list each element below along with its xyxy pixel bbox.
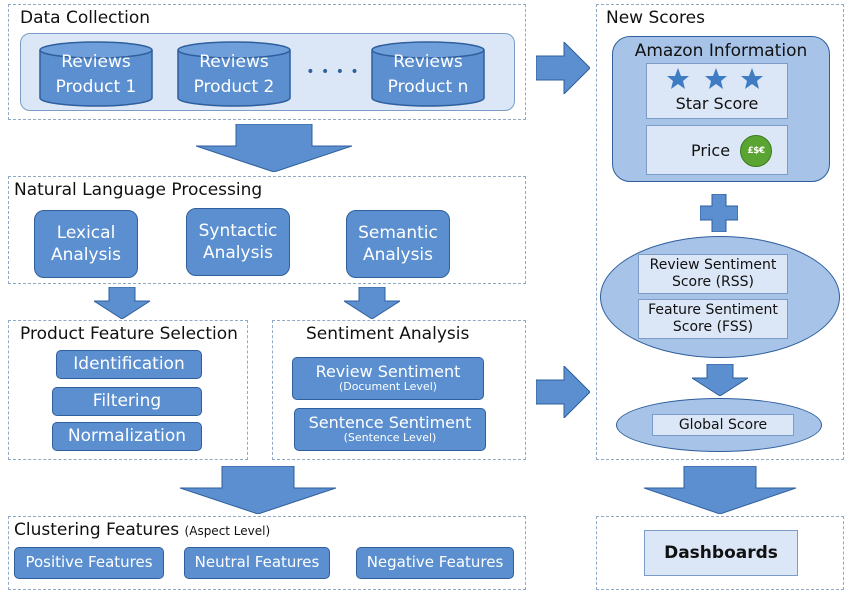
filtering-box: Filtering (52, 387, 202, 416)
price-label: Price (691, 140, 731, 160)
plus-icon (700, 194, 738, 232)
dashboards-panel (596, 516, 844, 590)
star-score-label: Star Score (675, 94, 759, 113)
positive-features-box: Positive Features (14, 547, 164, 579)
normalization-box: Normalization (52, 422, 202, 451)
database-icon (177, 41, 291, 107)
star-icon (667, 68, 689, 89)
fss-label: Feature Sentiment Score (FSS) (648, 301, 778, 336)
star-icon (705, 68, 727, 89)
down-arrow-icon (180, 466, 336, 514)
new-scores-title: New Scores (606, 8, 705, 28)
data-collection-panel (8, 4, 526, 120)
fss-card: Feature Sentiment Score (FSS) (638, 299, 788, 339)
identification-box: Identification (56, 350, 202, 379)
rss-label: Review Sentiment Score (RSS) (649, 256, 777, 291)
down-arrow-icon (94, 287, 150, 319)
dashboards-label: Dashboards (664, 543, 778, 563)
reviews-product-1: Reviews Product 1 (38, 40, 154, 108)
new-scores-panel (596, 4, 844, 460)
data-collection-title: Data Collection (20, 8, 151, 28)
dashboards-box: Dashboards (644, 530, 798, 576)
database-icon (371, 41, 485, 107)
sentence-sentiment-level: (Sentence Level) (343, 431, 437, 445)
rss-card: Review Sentiment Score (RSS) (638, 254, 788, 294)
sentence-sentiment-label: Sentence Sentiment (308, 412, 472, 432)
negative-features-box: Negative Features (356, 547, 514, 579)
review-sentiment-label: Review Sentiment (315, 361, 461, 381)
review-sentiment-box: Review Sentiment (Document Level) (292, 357, 484, 400)
neutral-features-box: Neutral Features (184, 547, 330, 579)
reviews-product-n: Reviews Product n (370, 40, 486, 108)
sentiment-analysis-panel (272, 320, 526, 460)
reviews-product-n-label: Reviews Product n (387, 52, 469, 97)
lexical-analysis-box: Lexical Analysis (34, 210, 138, 278)
nlp-title: Natural Language Processing (14, 180, 263, 200)
nlp-panel (8, 176, 526, 284)
product-feature-selection-panel (8, 320, 248, 460)
database-icon (39, 41, 153, 107)
clustering-title-level: (Aspect Level) (184, 524, 271, 538)
clustering-features-panel (8, 516, 526, 590)
reviews-product-2-label: Reviews Product 2 (193, 52, 275, 97)
semantic-analysis-box: Semantic Analysis (346, 210, 450, 278)
down-arrow-icon (692, 364, 748, 396)
right-arrow-icon (536, 42, 590, 94)
product-feature-selection-title: Product Feature Selection (20, 324, 238, 344)
amazon-information-title: Amazon Information (634, 41, 808, 61)
sentence-sentiment-box: Sentence Sentiment (Sentence Level) (294, 408, 486, 451)
down-arrow-icon (196, 124, 352, 172)
down-arrow-icon (344, 287, 400, 319)
sentiment-analysis-title: Sentiment Analysis (306, 324, 470, 344)
reviews-product-1-label: Reviews Product 1 (55, 52, 137, 97)
ellipsis: • • • • (306, 64, 360, 80)
reviews-product-2: Reviews Product 2 (176, 40, 292, 108)
down-arrow-icon (644, 466, 796, 514)
global-score-card: Global Score (652, 414, 794, 436)
review-sentiment-level: (Document Level) (338, 380, 438, 394)
clustering-features-title: Clustering Features (Aspect Level) (14, 520, 270, 540)
right-arrow-icon (536, 366, 590, 418)
global-score-label: Global Score (678, 417, 768, 433)
currency-glyph: £$€ (747, 146, 765, 156)
clustering-title-text: Clustering Features (14, 520, 180, 540)
syntactic-analysis-box: Syntactic Analysis (186, 208, 290, 276)
currency-icon: £$€ (740, 135, 772, 167)
star-icon (741, 68, 763, 89)
